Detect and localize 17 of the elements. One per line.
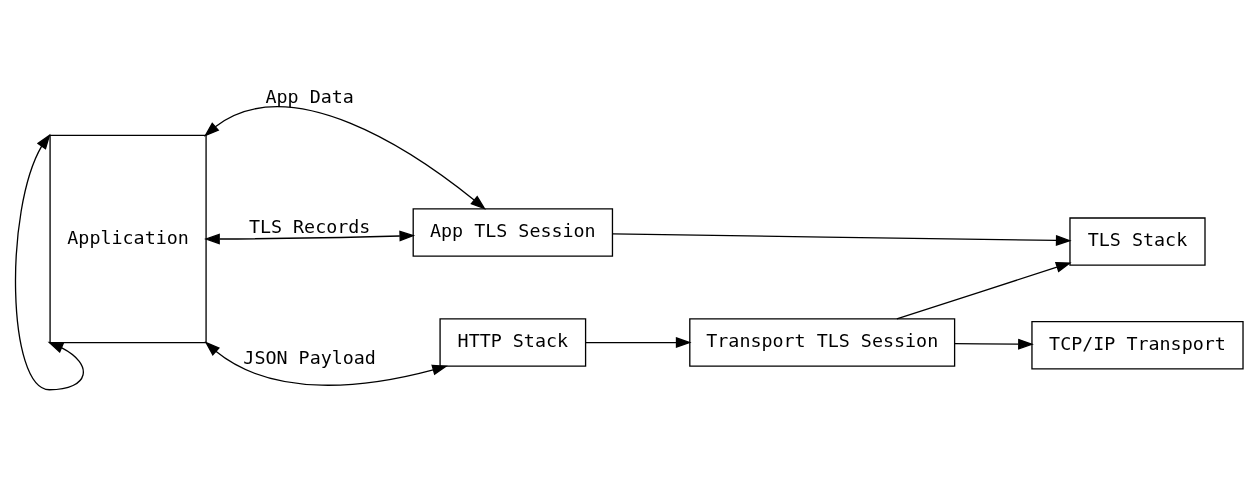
arrow — [14, 133, 84, 391]
node-box: HTTP Stack — [439, 318, 587, 367]
arrow — [204, 230, 416, 245]
edge-label: TLS Records — [248, 215, 371, 237]
node-box: TCP/IP Transport — [1031, 320, 1244, 370]
arrow — [585, 337, 692, 349]
arrow — [612, 233, 1072, 246]
node-box: TLS Stack — [1069, 217, 1206, 266]
node-box: App TLS Session — [412, 208, 614, 257]
edge-label: App Data — [265, 85, 354, 107]
node-box: Application — [49, 134, 207, 344]
arrow — [954, 338, 1034, 350]
arrow — [203, 106, 486, 210]
node-box: Transport TLS Session — [689, 318, 956, 367]
arrow — [896, 262, 1072, 320]
arrow — [204, 341, 448, 386]
edge-label: JSON Payload — [243, 346, 376, 368]
